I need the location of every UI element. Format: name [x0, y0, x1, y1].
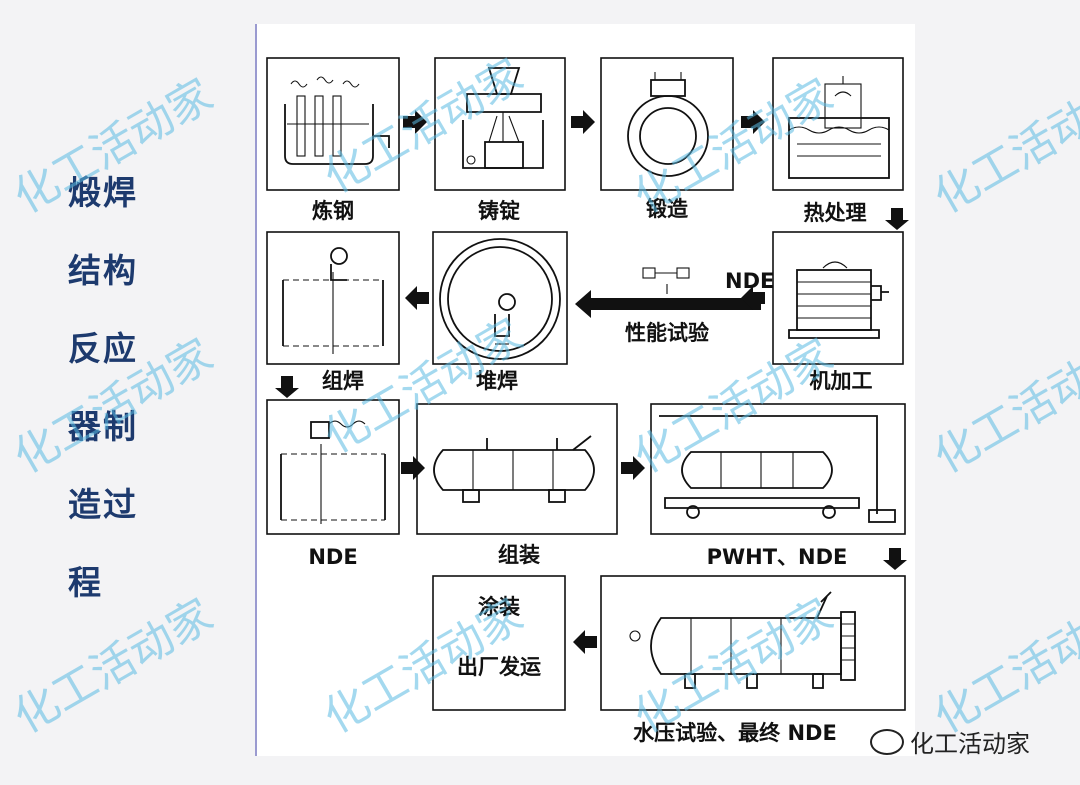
brand-mark: 化工活动家: [870, 724, 1030, 759]
title-line-2: 结构: [68, 251, 138, 290]
step-steelmaking: [266, 57, 400, 191]
step-machining: [772, 231, 904, 365]
caption-shipping: 出厂发运: [457, 655, 541, 679]
step-heat-treatment: [772, 57, 904, 191]
process-flow-diagram: 炼钢 铸锭 锻造 热处理 NDE 性能试验 组焊 堆焊: [266, 57, 909, 745]
step-forging: [600, 57, 734, 191]
caption-assembly: 组装: [498, 543, 540, 567]
nde-label: NDE: [725, 269, 774, 293]
step-hydro-test: [600, 575, 906, 711]
arrow-4: [885, 208, 909, 230]
arrow-2: [571, 110, 595, 134]
caption-hydro-test: 水压试验、最终 NDE: [633, 721, 837, 745]
caption-pwht-nde: PWHT、NDE: [707, 545, 848, 569]
caption-assembly-welding: 组焊: [322, 369, 364, 393]
arrow-9: [621, 456, 645, 480]
step-pwht-nde: [650, 403, 906, 535]
arrow-7: [275, 376, 299, 398]
step-assembly: [416, 403, 618, 535]
step-painting-shipping: 涂装 出厂发运: [432, 575, 566, 711]
arrow-6: [405, 286, 429, 310]
arrow-10: [883, 548, 907, 570]
caption-steelmaking: 炼钢: [312, 199, 354, 223]
watermark: 化工活动家: [925, 329, 1080, 484]
caption-ingot-casting: 铸锭: [478, 199, 520, 223]
step-nde: [266, 399, 400, 535]
step-overlay-welding: [432, 231, 568, 365]
property-test-label: 性能试验: [625, 321, 709, 345]
arrow-1: [403, 110, 427, 134]
process-diagram-panel: 炼钢 铸锭 锻造 热处理 NDE 性能试验 组焊 堆焊: [255, 24, 915, 756]
step-assembly-welding: [266, 231, 400, 365]
arrow-3: [741, 110, 765, 134]
caption-overlay-welding: 堆焊: [476, 369, 518, 393]
arrow-11: [573, 630, 597, 654]
title-line-5: 造过: [68, 485, 138, 524]
wechat-logo-icon: [870, 728, 904, 755]
watermark: 化工活动家: [925, 69, 1080, 224]
arrow-8: [401, 456, 425, 480]
brand-name: 化工活动家: [910, 730, 1030, 758]
caption-forging: 锻造: [646, 197, 689, 221]
arrow-5: [741, 286, 765, 310]
title-line-4: 器制: [68, 407, 138, 446]
title-line-3: 反应: [68, 329, 138, 368]
property-test-transition: NDE 性能试验: [575, 267, 774, 345]
watermark: 化工活动家: [925, 589, 1080, 744]
title-line-1: 煅焊: [68, 173, 138, 212]
title-line-6: 程: [68, 563, 103, 602]
caption-machining: 机加工: [810, 369, 873, 393]
caption-heat-treatment: 热处理: [804, 201, 867, 225]
caption-painting: 涂装: [478, 595, 520, 619]
caption-nde: NDE: [308, 545, 357, 569]
step-ingot-casting: [434, 57, 566, 191]
watermark: 化工活动家: [5, 589, 222, 744]
